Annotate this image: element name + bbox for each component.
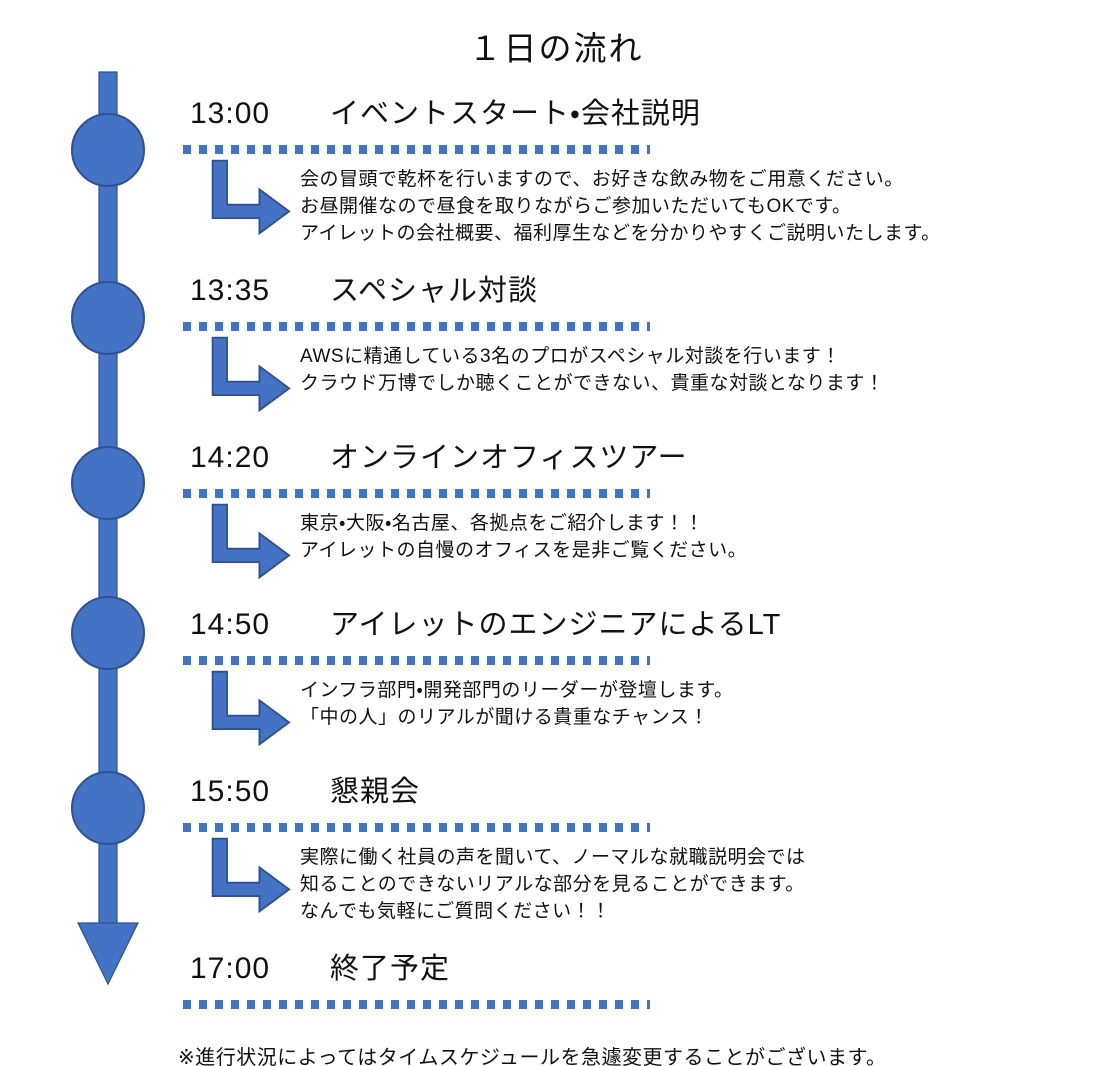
event-body: 会の冒頭で乾杯を行いますので、お好きな飲み物をご用意ください。 お昼開催なので昼… <box>183 159 1013 247</box>
event-time: 14:50 <box>190 608 271 641</box>
event-body: AWSに精通している3名のプロがスペシャル対談を行います！ クラウド万博でしか聴… <box>183 336 1013 414</box>
event-time: 13:35 <box>190 274 271 307</box>
dotted-separator <box>183 489 650 498</box>
event-title: イベントスタート・会社説明 <box>330 98 701 130</box>
event-header: 15:50 懇親会 <box>183 772 1013 812</box>
events-list: 13:00 イベントスタート・会社説明 会の冒頭で乾杯を行いますので、お好きな飲… <box>183 94 1013 1009</box>
event-description: 東京・大阪・名古屋、各拠点をご紹介します！！ アイレットの自慢のオフィスを是非ご… <box>300 513 748 561</box>
event-header: 13:00 イベントスタート・会社説明 <box>183 94 1013 134</box>
event-time: 14:20 <box>190 441 271 474</box>
event-title: オンラインオフィスツアー <box>330 442 688 474</box>
timeline-event: 13:35 スペシャル対談 AWSに精通している3名のプロがスペシャル対談を行い… <box>183 271 1013 414</box>
event-time: 17:00 <box>190 952 271 985</box>
page-title: １日の流れ <box>468 30 644 67</box>
timeline-event: 14:20 オンラインオフィスツアー 東京・大阪・名古屋、各拠点をご紹介します！… <box>183 438 1013 581</box>
event-title: 懇親会 <box>330 776 421 808</box>
event-header: 14:50 アイレットのエンジニアによるLT <box>183 605 1013 645</box>
footer-note: ※進行状況によってはタイムスケジュールを急遽変更することがございます。 <box>178 1047 887 1066</box>
event-body: インフラ部門・開発部門のリーダーが登壇します。 「中の人」のリアルが聞ける貴重な… <box>183 670 1013 748</box>
timeline-arrow <box>77 71 139 986</box>
dotted-separator <box>183 322 650 331</box>
event-time: 13:00 <box>190 97 271 130</box>
dotted-separator <box>183 656 650 665</box>
dotted-separator <box>183 1000 650 1009</box>
event-body: 東京・大阪・名古屋、各拠点をご紹介します！！ アイレットの自慢のオフィスを是非ご… <box>183 503 1013 581</box>
timeline-event: 15:50 懇親会 実際に働く社員の声を聞いて、ノーマルな就職説明会では 知るこ… <box>183 772 1013 925</box>
timeline-node-icon <box>71 596 145 670</box>
timeline-event: 13:00 イベントスタート・会社説明 会の冒頭で乾杯を行いますので、お好きな飲… <box>183 94 1013 247</box>
event-title: スペシャル対談 <box>330 275 538 307</box>
timeline-event: 14:50 アイレットのエンジニアによるLT インフラ部門・開発部門のリーダーが… <box>183 605 1013 748</box>
event-description: 会の冒頭で乾杯を行いますので、お好きな飲み物をご用意ください。 お昼開催なので昼… <box>300 169 941 244</box>
event-header: 14:20 オンラインオフィスツアー <box>183 438 1013 478</box>
event-description: 実際に働く社員の声を聞いて、ノーマルな就職説明会では 知ることのできないリアルな… <box>300 847 806 922</box>
event-body: 実際に働く社員の声を聞いて、ノーマルな就職説明会では 知ることのできないリアルな… <box>183 837 1013 925</box>
event-description: インフラ部門・開発部門のリーダーが登壇します。 「中の人」のリアルが聞ける貴重な… <box>300 680 734 728</box>
elbow-arrow-icon <box>211 336 291 412</box>
event-title: アイレットのエンジニアによるLT <box>330 609 782 641</box>
timeline-node-icon <box>71 446 145 520</box>
dotted-separator <box>183 823 650 832</box>
timeline-node-icon <box>71 771 145 845</box>
timeline-arrowhead-icon <box>77 922 139 986</box>
timeline-node-icon <box>71 113 145 187</box>
timeline-node-icon <box>71 281 145 355</box>
event-header: 13:35 スペシャル対談 <box>183 271 1013 311</box>
event-title: 終了予定 <box>330 953 451 985</box>
timeline-event: 17:00 終了予定 <box>183 949 1013 1009</box>
event-description: AWSに精通している3名のプロがスペシャル対談を行います！ クラウド万博でしか聴… <box>300 346 885 394</box>
elbow-arrow-icon <box>211 837 291 913</box>
elbow-arrow-icon <box>211 670 291 746</box>
elbow-arrow-icon <box>211 503 291 579</box>
dotted-separator <box>183 145 650 154</box>
event-header: 17:00 終了予定 <box>183 949 1013 989</box>
event-time: 15:50 <box>190 775 271 808</box>
elbow-arrow-icon <box>211 159 291 235</box>
